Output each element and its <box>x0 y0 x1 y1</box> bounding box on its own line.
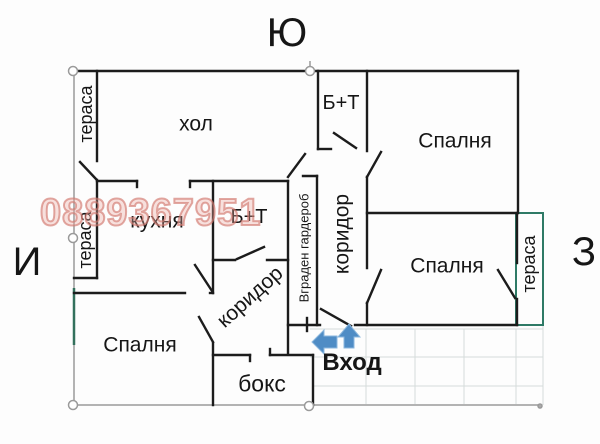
room-label-bath-mid: Б+Т <box>230 206 268 228</box>
compass-east: И <box>12 240 42 284</box>
room-label-corridor-main: коридор <box>330 193 354 275</box>
entrance-arrow-left-icon <box>311 328 338 356</box>
selection-handle[interactable] <box>67 399 79 411</box>
terrace-right-outline <box>515 212 544 326</box>
room-label-bedroom-bottom: Спалня <box>103 333 177 357</box>
entrance-label: Вход <box>322 349 382 376</box>
selection-handle[interactable] <box>67 232 79 244</box>
compass-west: З <box>571 230 597 274</box>
room-label-bedroom-top: Спалня <box>418 129 492 153</box>
compass-south: Ю <box>266 11 308 55</box>
room-label-bedroom-mid: Спалня <box>410 254 484 278</box>
room-label-terrace-right: тераса <box>519 235 539 293</box>
selection-handle[interactable] <box>67 65 79 77</box>
background-grid <box>310 325 544 405</box>
room-label-terrace-top-left: тераса <box>76 85 96 143</box>
selection-handle[interactable] <box>537 403 543 409</box>
room-label-hall: хол <box>179 112 213 136</box>
entrance-arrow-up-icon <box>336 323 362 349</box>
room-label-kitchen: кухня <box>130 209 184 233</box>
selection-handles[interactable] <box>67 65 543 412</box>
watermark-phone-number: 0889367951 <box>39 191 262 235</box>
selection-handle[interactable] <box>304 65 316 77</box>
room-label-wardrobe: Вграден гардероб <box>296 193 312 303</box>
selection-handle[interactable] <box>303 400 315 412</box>
walls <box>71 69 520 407</box>
room-label-bath-top: Б+Т <box>322 92 360 114</box>
room-label-box: бокс <box>238 370 286 397</box>
